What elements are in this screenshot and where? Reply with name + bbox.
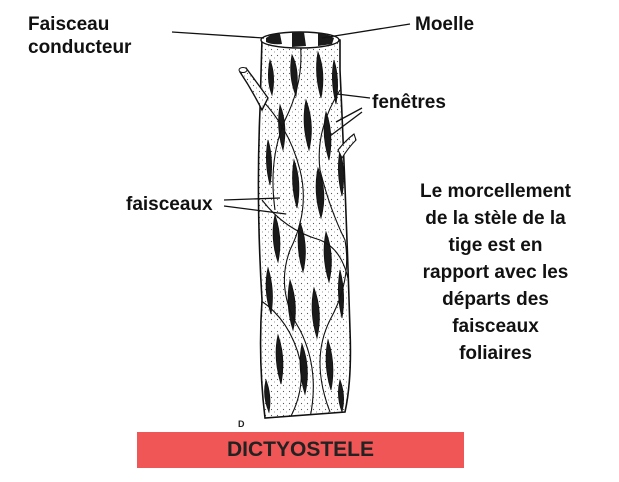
panel-letter: D xyxy=(238,419,245,429)
title-text: DICTYOSTELE xyxy=(226,438,374,461)
label-faisceaux: faisceaux xyxy=(126,194,213,215)
label-faisceau-line2: conducteur xyxy=(28,37,132,58)
description-line: faisceaux xyxy=(452,316,539,337)
description-line: de la stèle de la xyxy=(425,208,566,229)
label-fenetres: fenêtres xyxy=(372,92,446,113)
description-line: foliaires xyxy=(459,343,532,364)
title-banner: DICTYOSTELE xyxy=(137,432,464,468)
leader-faisceaux-1 xyxy=(223,197,281,201)
label-faisceau-line1: Faisceau xyxy=(28,14,110,35)
leader-fenetres-1 xyxy=(336,93,371,99)
description-line: départs des xyxy=(442,289,549,310)
leader-fenetres-3 xyxy=(329,111,363,137)
stem-cylinder xyxy=(238,31,357,419)
leader-moelle xyxy=(321,23,411,39)
leader-fenetres-2 xyxy=(335,107,363,123)
description-text: Le morcellement de la stèle de la tige e… xyxy=(388,178,603,367)
description-line: Le morcellement xyxy=(420,181,571,202)
leader-faisceau-conducteur xyxy=(171,31,265,39)
description-line: rapport avec les xyxy=(422,262,569,283)
label-faisceau-conducteur: Faisceau conducteur xyxy=(28,13,131,59)
description-line: tige est en xyxy=(448,235,543,256)
label-moelle: Moelle xyxy=(415,14,475,35)
leader-faisceaux-2 xyxy=(223,205,287,215)
